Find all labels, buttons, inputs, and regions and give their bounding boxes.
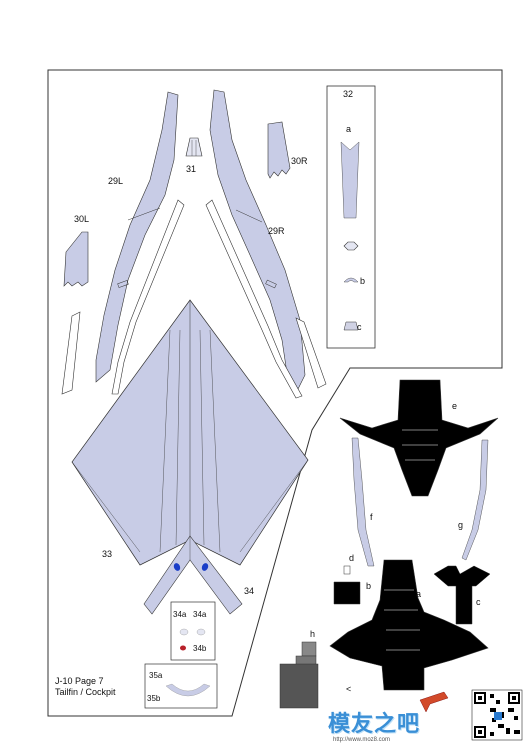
part-34ab-box bbox=[170, 601, 216, 661]
label-31: 31 bbox=[186, 164, 197, 174]
part-35-arc bbox=[165, 683, 211, 697]
label-35a: 35a bbox=[149, 671, 163, 680]
part-c bbox=[433, 565, 491, 625]
part-h-large bbox=[279, 663, 319, 709]
part-g bbox=[461, 439, 489, 561]
strip-right bbox=[295, 317, 327, 389]
label-30R: 30R bbox=[291, 156, 308, 166]
label-a: a bbox=[416, 589, 422, 599]
part-h-small bbox=[301, 641, 317, 657]
part-f bbox=[351, 437, 375, 567]
label-32: 32 bbox=[343, 89, 354, 99]
part-34a-shape bbox=[196, 628, 206, 636]
part-29R-stripe bbox=[205, 199, 303, 399]
part-30L bbox=[63, 231, 89, 287]
part-33-fold bbox=[159, 329, 171, 553]
label-32a: a bbox=[346, 124, 352, 134]
watermark-url: http://www.moz8.com bbox=[333, 737, 391, 743]
part-b bbox=[333, 581, 361, 605]
part-33-fold bbox=[199, 329, 205, 546]
part-32c bbox=[343, 321, 359, 331]
part-29L-stripe bbox=[111, 199, 185, 395]
page-caption-line2: Tailfin / Cockpit bbox=[55, 687, 116, 697]
label-34: 34 bbox=[244, 586, 255, 596]
part-29L-fold bbox=[127, 207, 161, 221]
part-d bbox=[343, 565, 351, 575]
part-29L bbox=[95, 91, 179, 383]
label-g: g bbox=[458, 520, 464, 530]
label-34b: 34b bbox=[193, 644, 207, 653]
part-29L-slot bbox=[117, 280, 129, 288]
label-34a-second: 34a bbox=[193, 610, 207, 619]
label-33: 33 bbox=[102, 549, 113, 559]
part-33-fold bbox=[71, 461, 141, 553]
label-32c: c bbox=[357, 322, 362, 332]
label-h: h bbox=[310, 629, 316, 639]
part-e bbox=[339, 379, 499, 497]
watermark-logo: 模友之吧 bbox=[328, 711, 421, 736]
label-34a-first: 34a bbox=[173, 610, 187, 619]
part-34b-shape bbox=[180, 645, 186, 651]
part-33-fold bbox=[239, 459, 309, 553]
part-32a bbox=[340, 141, 360, 219]
part-32b bbox=[343, 277, 359, 283]
part-32-hex bbox=[343, 241, 359, 251]
part-31 bbox=[185, 137, 203, 157]
label-e: e bbox=[452, 401, 458, 411]
part-29R-fold bbox=[235, 209, 263, 223]
part-30R bbox=[267, 121, 291, 179]
label-arrow: < bbox=[346, 684, 352, 694]
label-29R: 29R bbox=[268, 226, 285, 236]
strip-left bbox=[61, 311, 81, 395]
part-33-fold bbox=[209, 329, 221, 553]
part-a-detail bbox=[384, 589, 420, 651]
part-34a-shape bbox=[179, 628, 189, 636]
label-29L: 29L bbox=[108, 176, 124, 186]
marker-blue-right bbox=[201, 563, 209, 571]
part-e-detail bbox=[402, 429, 438, 461]
label-c: c bbox=[476, 597, 481, 607]
part-35-box bbox=[144, 663, 218, 709]
label-32b: b bbox=[360, 276, 366, 286]
part-32-box bbox=[326, 85, 376, 349]
part-33-fold bbox=[175, 329, 181, 546]
part-29R-slot bbox=[265, 279, 277, 289]
page-caption-line1: J-10 Page 7 bbox=[55, 676, 104, 686]
airplane-logo bbox=[419, 691, 449, 713]
qr-code bbox=[471, 689, 523, 741]
label-d: d bbox=[349, 553, 355, 563]
frame-border bbox=[47, 69, 503, 717]
label-30L: 30L bbox=[74, 214, 90, 224]
page-caption: J-10 Page 7 Tailfin / Cockpit bbox=[55, 676, 116, 698]
marker-blue-left bbox=[173, 563, 181, 571]
label-35b: 35b bbox=[147, 694, 161, 703]
label-f: f bbox=[370, 512, 373, 522]
label-b: b bbox=[366, 581, 372, 591]
part-a bbox=[329, 559, 489, 691]
